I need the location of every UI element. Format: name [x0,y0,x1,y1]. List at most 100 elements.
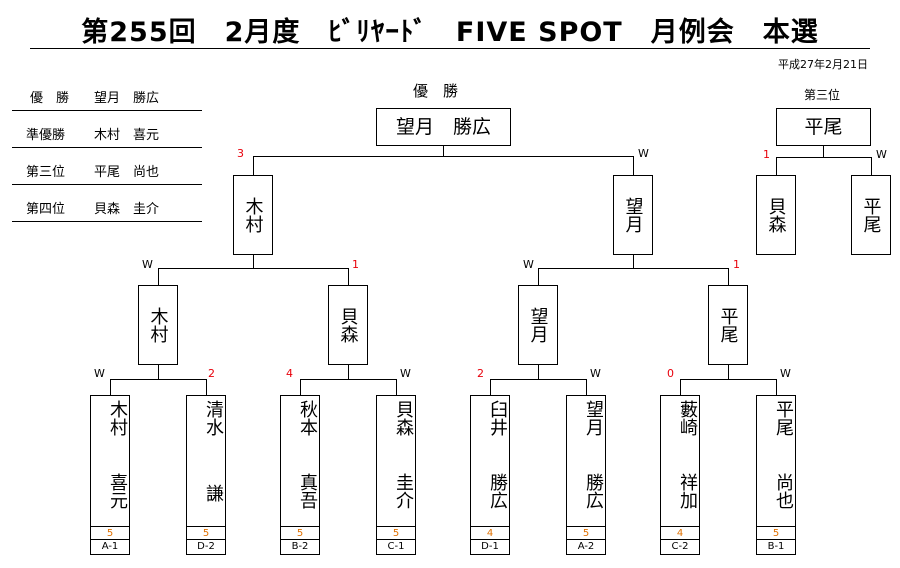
bracket-line [490,379,491,395]
bracket-line [253,156,634,157]
title-underline [30,48,870,49]
bracket-line [680,379,777,380]
player-box: 貝森 圭介 5 C-1 [376,395,416,555]
player-surname: 貝森 [393,400,414,436]
bracket-line [538,268,539,285]
bracket-line [776,157,777,175]
player-given-name: 勝広 [487,473,508,509]
bracket-line [538,268,729,269]
player-score: 5 [187,526,225,540]
player-surname: 清水 [203,400,224,436]
bracket-line [728,268,729,285]
player-seed: A-1 [91,539,129,554]
result-rank: 第四位 [26,202,66,217]
player-seed: D-2 [187,539,225,554]
bracket-line [776,157,872,158]
bracket-line [776,379,777,395]
player-name: 望月 [527,307,549,343]
bracket-line [538,365,539,379]
player-score: 4 [471,526,509,540]
player-score: 5 [757,526,795,540]
result-row-champion: 優 勝 望月 勝広 [12,88,202,111]
bracket-line [348,365,349,379]
match-mark: W [638,147,649,160]
bracket-line [158,268,159,285]
event-date: 平成27年2月21日 [778,58,868,71]
quarterfinal-box: 平尾 [708,285,748,365]
bracket-line [253,156,254,175]
final-label: 優 勝 [413,82,459,100]
semifinal-box-left: 木村 [233,175,273,255]
player-given-name: 勝広 [583,473,604,509]
player-box: 藪崎 祥加 4 C-2 [660,395,700,555]
result-name: 貝森 圭介 [94,202,160,217]
player-box: 木村 喜元 5 A-1 [90,395,130,555]
player-score: 5 [281,526,319,540]
match-mark: W [523,258,534,271]
bracket-line [206,379,207,395]
match-mark: 2 [208,367,215,380]
bracket-line [490,379,587,380]
bracket-line [158,365,159,379]
player-score: 5 [91,526,129,540]
player-box: 望月 勝広 5 A-2 [566,395,606,555]
semifinal-box-right: 望月 [613,175,653,255]
player-surname: 木村 [107,400,128,436]
player-score: 5 [377,526,415,540]
player-seed: B-2 [281,539,319,554]
match-mark: W [876,148,887,161]
player-surname: 藪崎 [677,400,698,436]
bracket-line [253,255,254,268]
player-name: 木村 [147,307,169,343]
bracket-line [348,268,349,285]
bracket-line [680,379,681,395]
result-rank: 第三位 [26,165,66,180]
result-rank: 準優勝 [26,128,66,143]
match-mark: 2 [477,367,484,380]
player-given-name: 謙 [203,484,224,502]
bracket-line [300,379,301,395]
match-mark: 1 [352,258,359,271]
third-place-label: 第三位 [804,88,841,102]
player-score: 4 [661,526,699,540]
player-surname: 臼井 [487,400,508,436]
third-place-box-left: 貝森 [756,175,796,255]
player-box: 秋本 真吾 5 B-2 [280,395,320,555]
bracket-line [871,157,872,175]
bracket-line [396,379,397,395]
bracket-line [443,146,444,156]
match-mark: W [780,367,791,380]
player-seed: B-1 [757,539,795,554]
player-box: 臼井 勝広 4 D-1 [470,395,510,555]
player-given-name: 祥加 [677,473,698,509]
player-name: 平尾 [860,197,882,233]
player-name: 平尾 [717,307,739,343]
match-mark: 4 [286,367,293,380]
player-given-name: 真吾 [297,473,318,509]
quarterfinal-box: 望月 [518,285,558,365]
match-mark: W [94,367,105,380]
player-box: 平尾 尚也 5 B-1 [756,395,796,555]
player-seed: D-1 [471,539,509,554]
quarterfinal-box: 木村 [138,285,178,365]
bracket-line [110,379,111,395]
player-name: 木村 [242,197,264,233]
match-mark: 1 [763,148,770,161]
player-surname: 平尾 [773,400,794,436]
bracket-line [300,379,397,380]
player-name: 貝森 [337,307,359,343]
bracket-line [158,268,349,269]
result-row-fourth: 第四位 貝森 圭介 [12,199,202,222]
match-mark: W [142,258,153,271]
player-seed: A-2 [567,539,605,554]
bracket-line [110,379,207,380]
player-seed: C-2 [661,539,699,554]
player-given-name: 圭介 [393,473,414,509]
bracket-line [823,146,824,157]
bracket-line [586,379,587,395]
champion-box: 望月 勝広 [376,108,511,146]
quarterfinal-box: 貝森 [328,285,368,365]
match-mark: 1 [733,258,740,271]
match-mark: W [590,367,601,380]
page-title: 第255回 2月度 ﾋﾞﾘﾔｰﾄﾞ FIVE SPOT 月例会 本選 [81,17,819,48]
